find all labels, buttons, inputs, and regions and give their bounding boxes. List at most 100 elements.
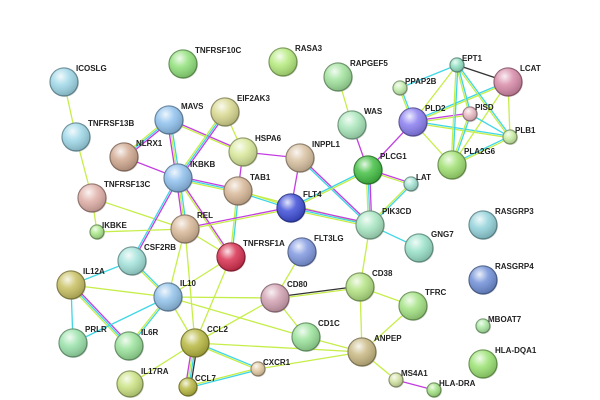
node-hla-dra[interactable]: HLA-DRA — [426, 379, 476, 398]
node-highlight — [399, 108, 427, 136]
node-highlight — [450, 58, 464, 72]
node-tnfrsf13c[interactable]: TNFRSF13C — [77, 180, 150, 213]
edge-line — [178, 177, 233, 257]
node-rasa3[interactable]: RASA3 — [268, 44, 323, 77]
node-highlight — [469, 266, 497, 294]
node-tab1[interactable]: TAB1 — [223, 173, 271, 206]
node-rasgrp4[interactable]: RASGRP4 — [468, 262, 534, 295]
node-rapgef5[interactable]: RAPGEF5 — [323, 59, 388, 92]
edge-line — [413, 120, 511, 137]
node-label: TNFRSF13C — [104, 180, 150, 189]
node-ccl7[interactable]: CCL7 — [178, 374, 216, 397]
node-highlight — [399, 292, 427, 320]
node-pisd[interactable]: PISD — [462, 103, 494, 122]
edge-line — [194, 297, 276, 344]
node-mboat7[interactable]: MBOAT7 — [475, 315, 522, 334]
edge-il10-prlr — [72, 296, 169, 344]
node-tnfrsf10c[interactable]: TNFRSF10C — [168, 46, 241, 79]
node-highlight — [229, 138, 257, 166]
node-anpep[interactable]: ANPEP — [347, 334, 402, 367]
node-csf2rb[interactable]: CSF2RB — [117, 243, 176, 276]
node-label: FLT3LG — [314, 234, 344, 243]
node-ppap2b[interactable]: PPAP2B — [392, 77, 437, 96]
node-cd38[interactable]: CD38 — [345, 269, 393, 302]
node-label: TNFRSF13B — [88, 119, 134, 128]
node-inppl1[interactable]: INPPL1 — [285, 140, 341, 173]
edge-ikbke-rel — [96, 228, 186, 233]
node-tnfrsf13b[interactable]: TNFRSF13B — [61, 119, 134, 152]
node-plb1[interactable]: PLB1 — [502, 126, 536, 145]
node-mavs[interactable]: MAVS — [154, 102, 204, 135]
node-ccl2[interactable]: CCL2 — [180, 325, 228, 358]
edge-line — [451, 81, 509, 166]
node-eif2ak3[interactable]: EIF2AK3 — [210, 94, 270, 127]
node-highlight — [476, 319, 490, 333]
node-plcg1[interactable]: PLCG1 — [353, 152, 407, 185]
node-rasgrp3[interactable]: RASGRP3 — [468, 207, 534, 240]
node-il6r[interactable]: IL6R — [114, 328, 159, 361]
edge-line — [257, 351, 363, 370]
node-highlight — [404, 177, 418, 191]
edge-line — [455, 65, 470, 115]
edge-line — [188, 369, 259, 389]
node-cd80[interactable]: CD80 — [260, 280, 308, 313]
edge-ept1-pla2g6 — [450, 64, 459, 166]
node-label: IL17RA — [141, 367, 169, 376]
node-pla2g6[interactable]: PLA2G6 — [437, 147, 496, 180]
node-label: CD1C — [318, 319, 340, 328]
node-hspa6[interactable]: HSPA6 — [228, 134, 282, 167]
node-label: LCAT — [520, 64, 541, 73]
node-label: TNFRSF10C — [195, 46, 241, 55]
node-cd1c[interactable]: CD1C — [291, 319, 340, 352]
edge-pld2-lcat — [412, 80, 509, 124]
node-label: CD80 — [287, 280, 308, 289]
edge-line — [176, 178, 231, 258]
node-highlight — [427, 383, 441, 397]
node-flt4[interactable]: FLT4 — [276, 190, 322, 223]
node-was[interactable]: WAS — [337, 107, 383, 140]
node-ms4a1[interactable]: MS4A1 — [388, 369, 428, 388]
node-nlrx1[interactable]: NLRX1 — [109, 139, 163, 172]
edge-line — [457, 64, 472, 114]
node-hla-dqa1[interactable]: HLA-DQA1 — [468, 346, 537, 379]
node-label: PPAP2B — [405, 77, 437, 86]
node-icoslg[interactable]: ICOSLG — [49, 64, 107, 97]
node-highlight — [179, 378, 197, 396]
node-label: TFRC — [425, 288, 447, 297]
node-lat[interactable]: LAT — [403, 173, 431, 192]
edge-cxcr1-ccl7 — [187, 367, 259, 389]
node-prlr[interactable]: PRLR — [58, 325, 107, 358]
edge-ept1-pisd — [455, 64, 472, 115]
edge-line — [412, 122, 510, 139]
node-ikbke[interactable]: IKBKE — [89, 221, 128, 240]
node-tfrc[interactable]: TFRC — [398, 288, 447, 321]
node-highlight — [211, 98, 239, 126]
node-label: HLA-DQA1 — [495, 346, 537, 355]
node-pld2[interactable]: PLD2 — [398, 104, 446, 137]
node-highlight — [59, 329, 87, 357]
node-flt3lg[interactable]: FLT3LG — [287, 234, 344, 267]
node-label: PRLR — [85, 325, 107, 334]
node-label: PLB1 — [515, 126, 536, 135]
node-rel[interactable]: REL — [170, 211, 213, 244]
node-ept1[interactable]: EPT1 — [449, 54, 483, 73]
node-highlight — [338, 111, 366, 139]
edge-lcat-pla2g6 — [451, 81, 509, 166]
node-highlight — [324, 63, 352, 91]
node-label: HSPA6 — [255, 134, 282, 143]
node-cxcr1[interactable]: CXCR1 — [250, 358, 291, 377]
node-il12a[interactable]: IL12A — [56, 267, 105, 300]
node-highlight — [117, 371, 143, 397]
node-il10[interactable]: IL10 — [153, 279, 197, 312]
edge-il10-cd1c — [167, 296, 307, 338]
node-highlight — [62, 123, 90, 151]
node-lcat[interactable]: LCAT — [493, 64, 541, 97]
node-highlight — [292, 323, 320, 351]
node-gng7[interactable]: GNG7 — [404, 230, 454, 263]
node-tnfrsf1a[interactable]: TNFRSF1A — [216, 239, 285, 272]
node-highlight — [356, 211, 384, 239]
node-pik3cd[interactable]: PIK3CD — [355, 207, 412, 240]
node-ikbkb[interactable]: IKBKB — [163, 160, 216, 193]
node-il17ra[interactable]: IL17RA — [116, 367, 169, 398]
node-highlight — [288, 238, 316, 266]
